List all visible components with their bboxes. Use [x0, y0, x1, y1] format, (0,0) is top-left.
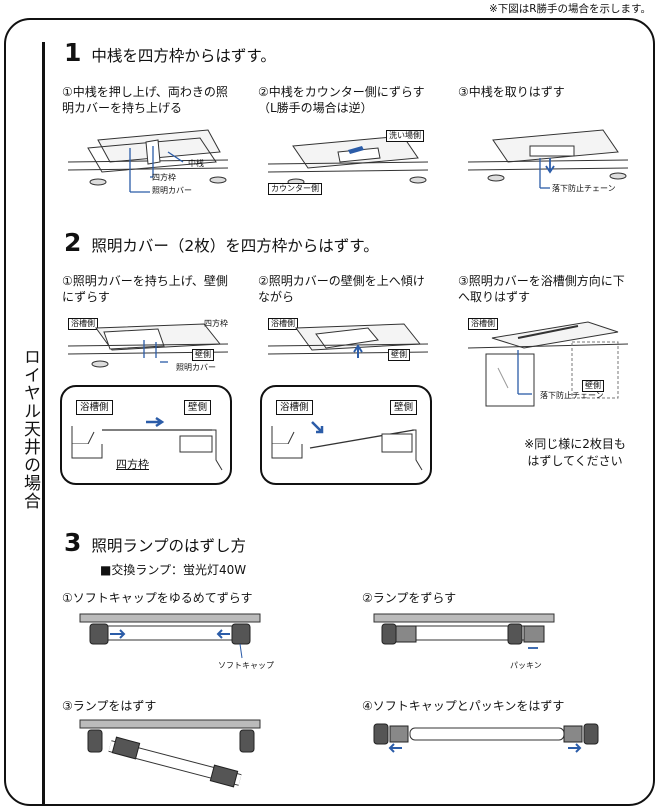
section-1-number: 1 — [64, 38, 82, 67]
sidebar-label: ロイヤル天井の場合 — [20, 348, 40, 510]
s3-step-3: ③ランプをはずす — [62, 699, 157, 713]
section-3-heading: 3 照明ランプのはずし方 — [64, 528, 246, 557]
s2-step-1: ①照明カバーを持ち上げ、壁側 にずらす — [62, 274, 228, 304]
label-yokuso-2: 浴槽側 — [268, 318, 298, 330]
lamp-illustration-4 — [373, 723, 599, 753]
label-shoumei-cover: 照明カバー — [152, 186, 192, 195]
detail-1-cross-section — [71, 416, 223, 471]
label-arai-ba: 洗い場側 — [386, 130, 424, 142]
label-kabe-1: 壁側 — [192, 349, 214, 361]
s3-step-2: ②ランプをずらす — [362, 591, 457, 605]
label-soft-cap: ソフトキャップ — [218, 661, 274, 670]
detail-1-yokuso: 浴槽側 — [76, 400, 113, 415]
detail-1-kabe: 壁側 — [184, 400, 212, 415]
label-counter: カウンター側 — [268, 183, 322, 195]
s1-step-1: ①中桟を押し上げ、両わきの照 明カバーを持ち上げる — [62, 85, 228, 115]
section-2-title: 照明カバー（2枚）を四方枠からはずす。 — [91, 237, 379, 255]
label-shoumei-cover-2: 照明カバー — [176, 363, 216, 372]
ceiling-illustration-1-1 — [67, 129, 229, 193]
sidebar-divider — [42, 42, 45, 806]
label-kabe-2: 壁側 — [388, 349, 410, 361]
label-shihouwaku: 四方枠 — [152, 173, 176, 182]
section-3-title: 照明ランプのはずし方 — [91, 537, 246, 555]
section-1-title: 中桟を四方枠からはずす。 — [91, 47, 276, 65]
detail-1-shihouwaku: 四方枠 — [116, 458, 149, 471]
label-chain-1: 落下防止チェーン — [552, 184, 616, 193]
section-2-note: ※同じ様に2枚目も はずしてください — [524, 437, 626, 468]
label-nakasan: 中桟 — [188, 159, 204, 168]
top-note: ※下図はR勝手の場合を示します。 — [488, 3, 651, 15]
lamp-illustration-1 — [79, 613, 261, 659]
label-yokuso-3: 浴槽側 — [468, 318, 498, 330]
label-shihouwaku-2: 四方枠 — [204, 319, 228, 328]
detail-2-kabe: 壁側 — [390, 400, 418, 415]
s3-step-4: ④ソフトキャップとパッキンをはずす — [362, 699, 565, 713]
label-chain-2: 落下防止チェーン — [540, 391, 604, 400]
section-2-heading: 2 照明カバー（2枚）を四方枠からはずす。 — [64, 228, 379, 257]
s2-step-3: ③照明カバーを浴槽側方向に下 へ取りはずす — [458, 274, 625, 304]
lamp-illustration-3 — [79, 719, 261, 788]
detail-box-2 — [260, 385, 432, 485]
s1-step-2: ②中桟をカウンター側にずらす （L勝手の場合は逆） — [258, 85, 425, 115]
detail-2-yokuso: 浴槽側 — [276, 400, 313, 415]
detail-box-1 — [60, 385, 232, 485]
label-packing: パッキン — [510, 661, 542, 670]
s1-step-3: ③中桟を取りはずす — [458, 85, 565, 99]
section-1-heading: 1 中桟を四方枠からはずす。 — [64, 38, 276, 67]
s3-step-1: ①ソフトキャップをゆるめてずらす — [62, 591, 253, 605]
section-2-number: 2 — [64, 228, 82, 257]
section-3-number: 3 — [64, 528, 82, 557]
detail-2-cross-section — [271, 421, 423, 471]
ceiling-illustration-1-3 — [467, 129, 629, 189]
section-3-subtitle: ■交換ランプ：蛍光灯40W — [100, 563, 247, 577]
ceiling-illustration-2-3 — [467, 321, 629, 407]
label-yokuso-1: 浴槽側 — [68, 318, 98, 330]
lamp-illustration-2 — [373, 613, 555, 649]
s2-step-2: ②照明カバーの壁側を上へ傾け ながら — [258, 274, 425, 304]
sidebar: ロイヤル天井の場合 — [4, 18, 45, 806]
label-kabe-3: 壁側 — [582, 380, 604, 392]
